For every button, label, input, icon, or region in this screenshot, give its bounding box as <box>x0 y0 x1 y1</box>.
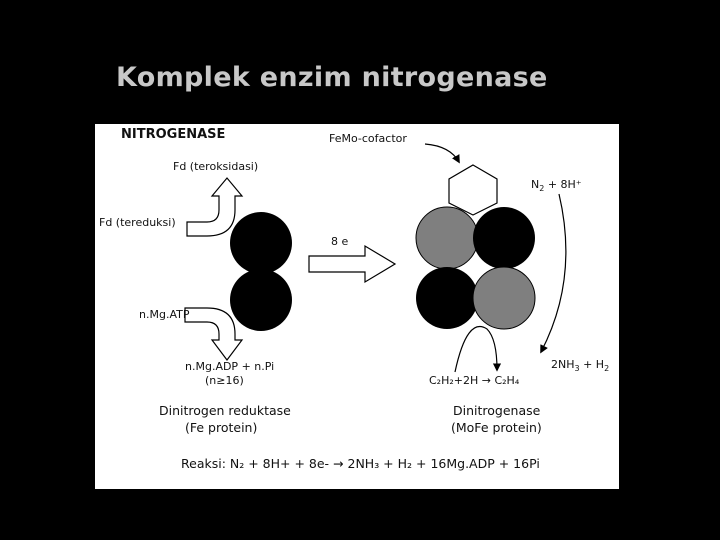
diagram-graphics <box>184 143 567 373</box>
nitrogenase-diagram: NITROGENASE FeMo-cofactor Fd (teroksidas… <box>95 124 619 489</box>
fe-protein-subunit-bottom <box>230 269 292 331</box>
fd-reduced-label: Fd (tereduksi) <box>99 216 176 229</box>
mgadp-label-line2: (n≥16) <box>205 374 244 387</box>
mofe-subunit-bottom-left <box>416 267 478 329</box>
nh3-product-label: 2NH3 + H2 <box>551 358 610 374</box>
slide-title: Komplek enzim nitrogenase <box>116 62 548 93</box>
femo-cofactor-label: FeMo-cofactor <box>329 132 407 145</box>
nitrogen-reduction-arrow <box>540 193 567 354</box>
acetylene-reaction-label: C₂H₂+2H → C₂H₄ <box>429 374 520 387</box>
fe-protein-name: Dinitrogen reduktase <box>159 403 291 418</box>
diagram-heading: NITROGENASE <box>121 127 226 142</box>
mgadp-label-line1: n.Mg.ADP + n.Pi <box>185 360 275 373</box>
overall-reaction: Reaksi: N₂ + 8H+ + 8e- → 2NH₃ + H₂ + 16M… <box>181 456 540 471</box>
femo-cofactor-arrow <box>424 143 460 164</box>
mofe-protein-name: Dinitrogenase <box>453 403 541 418</box>
n2-substrate-label: N2 + 8H⁺ <box>531 178 582 194</box>
mgatp-label: n.Mg.ATP <box>139 308 190 321</box>
mofe-subunit-top-right <box>473 207 535 269</box>
fd-oxidized-label: Fd (teroksidasi) <box>173 160 259 173</box>
atp-arrow <box>184 307 244 361</box>
electron-count-label: 8 e <box>331 235 349 248</box>
electron-transfer-arrow <box>308 244 397 284</box>
mofe-subunit-bottom-right <box>472 266 536 330</box>
mofe-protein-subtitle: (MoFe protein) <box>451 420 542 435</box>
acetylene-reduction-arrow <box>454 326 502 373</box>
mofe-subunit-top-left <box>415 206 479 270</box>
ferredoxin-arrow <box>186 177 244 237</box>
femo-cofactor-hexagon <box>448 164 498 216</box>
fe-protein-subunit-top <box>230 212 292 274</box>
fe-protein-subtitle: (Fe protein) <box>185 420 258 435</box>
